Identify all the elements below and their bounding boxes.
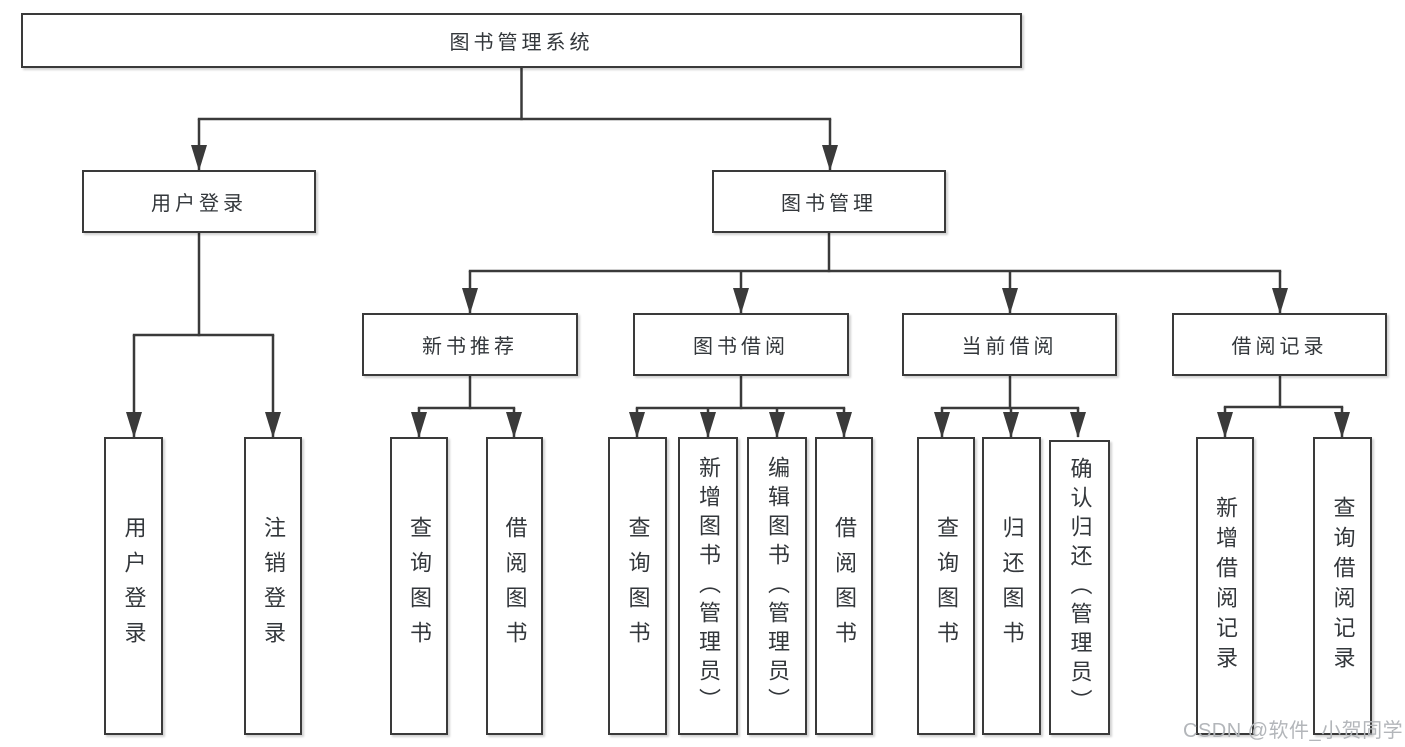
- leaf-borrow-edit-book-admin: 编辑图书（管理员）: [747, 437, 807, 735]
- node-user-login: 用户登录: [82, 170, 316, 233]
- leaf-newbook-query-book: 查询图书: [390, 437, 448, 735]
- leaf-current-query-book: 查询图书: [917, 437, 975, 735]
- node-book-borrowing: 图书借阅: [633, 313, 849, 376]
- node-current-borrowing: 当前借阅: [902, 313, 1117, 376]
- node-root: 图书管理系统: [21, 13, 1022, 68]
- node-new-book-recommendation: 新书推荐: [362, 313, 578, 376]
- leaf-logout: 注销登录: [244, 437, 302, 735]
- node-book-management: 图书管理: [712, 170, 946, 233]
- leaf-newbook-borrow-book: 借阅图书: [486, 437, 543, 735]
- leaf-borrow-add-book-admin: 新增图书（管理员）: [678, 437, 738, 735]
- leaf-current-confirm-return-admin: 确认归还（管理员）: [1049, 440, 1110, 735]
- leaf-records-add-record: 新增借阅记录: [1196, 437, 1254, 735]
- leaf-records-query-record: 查询借阅记录: [1313, 437, 1372, 735]
- leaf-user-login: 用户登录: [104, 437, 163, 735]
- leaf-borrow-borrow-book: 借阅图书: [815, 437, 873, 735]
- leaf-borrow-query-book: 查询图书: [608, 437, 667, 735]
- leaf-current-return-book: 归还图书: [982, 437, 1041, 735]
- node-borrowing-records: 借阅记录: [1172, 313, 1387, 376]
- watermark: CSDN @软件_小贺同学: [1183, 720, 1404, 742]
